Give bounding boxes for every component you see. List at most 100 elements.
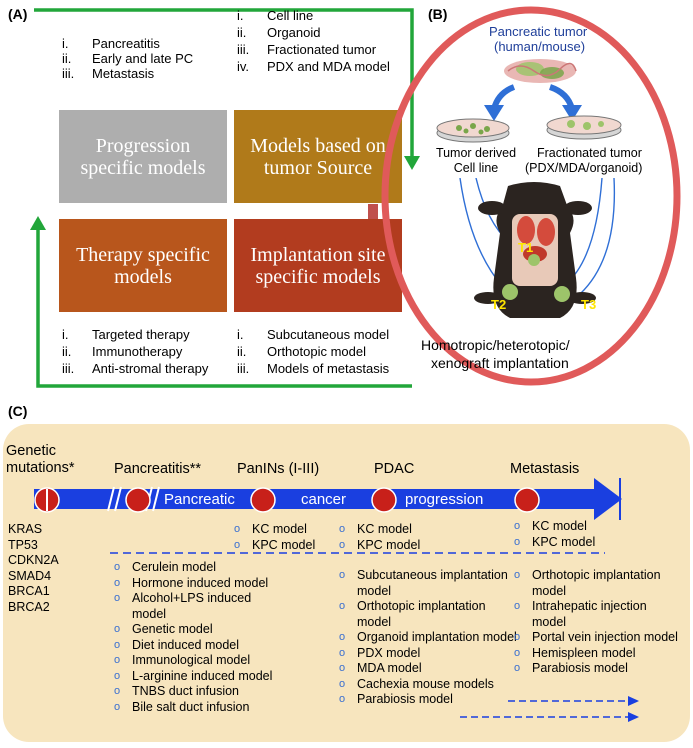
bullet-icon: o xyxy=(514,535,521,548)
list-item: ii.Orthotopic model xyxy=(237,344,366,359)
panel-c-label: (C) xyxy=(8,403,28,419)
bullet-icon: o xyxy=(114,638,121,651)
source-list: i.Cell line ii.Organoid iii.Fractionated… xyxy=(237,8,417,76)
bullet-icon: o xyxy=(339,631,346,643)
box-label: Models based on tumor Source xyxy=(250,134,386,179)
bullet-icon: o xyxy=(339,646,346,659)
progression-models-box: Progression specific models xyxy=(59,110,227,203)
fractionated-dish-icon xyxy=(546,115,622,140)
gene-list: KRAS TP53 CDKN2A SMAD4 BRCA1 BRCA2 xyxy=(8,522,59,615)
list-item: i.Pancreatitis xyxy=(62,36,160,51)
bullet-icon: o xyxy=(234,538,241,551)
bullet-icon: o xyxy=(339,677,346,690)
bullet-icon: o xyxy=(234,523,241,535)
implantation-models-box: Implantation site specific models xyxy=(234,219,402,312)
arrow-word-progression: progression xyxy=(405,491,484,508)
list-item: ii.Organoid xyxy=(237,25,321,40)
site-t2-label: T2 xyxy=(491,297,507,312)
gene-item: KRAS xyxy=(8,522,43,536)
stage-metastasis: Metastasis xyxy=(510,461,580,477)
bullet-icon: o xyxy=(114,561,121,573)
gene-item: SMAD4 xyxy=(8,568,52,583)
site-t1-label: T1 xyxy=(518,240,534,255)
gene-item: BRCA2 xyxy=(8,599,50,614)
progression-panel xyxy=(3,424,690,742)
bullet-icon: o xyxy=(114,654,121,666)
bullet-icon: o xyxy=(514,520,521,532)
bullet-icon: o xyxy=(339,523,346,535)
arrow-word-pancreatic: Pancreatic xyxy=(164,491,235,508)
bullet-icon: o xyxy=(339,600,346,612)
stage-node-pdac xyxy=(371,487,397,513)
list-item: iii.Anti-stromal therapy xyxy=(62,361,209,376)
dashed-divider xyxy=(110,552,605,554)
bullet-icon: o xyxy=(114,576,121,589)
stage-pdac: PDAC xyxy=(374,461,415,477)
box-label: Implantation site specific models xyxy=(250,243,386,288)
bullet-icon: o xyxy=(114,700,121,713)
stage-node-metastasis xyxy=(514,487,540,513)
panel-b-ellipse xyxy=(381,6,681,386)
implantation-caption-line2: xenograft implantation xyxy=(431,355,569,371)
bullet-icon: o xyxy=(514,646,521,659)
bullet-icon: o xyxy=(114,669,121,682)
cell-line-dish-icon xyxy=(436,118,510,143)
box-label: Progression specific models xyxy=(80,134,206,179)
gene-item: BRCA1 xyxy=(8,584,50,598)
gene-item: CDKN2A xyxy=(8,553,59,567)
stage-node-pancreatitis xyxy=(125,487,151,513)
stage-pancreatitis: Pancreatitis** xyxy=(114,461,202,477)
bullet-icon: o xyxy=(339,569,346,581)
list-item: i.Cell line xyxy=(237,8,314,23)
bullet-icon: o xyxy=(339,662,346,674)
bullet-icon: o xyxy=(514,631,521,643)
mouse-illustration xyxy=(459,178,616,318)
parabiosis-dashed-arrow xyxy=(460,712,639,722)
list-item: iii.Fractionated tumor xyxy=(237,42,377,57)
bullet-icon: o xyxy=(514,569,521,581)
bullet-icon: o xyxy=(114,592,121,604)
bullet-icon: o xyxy=(114,685,121,697)
therapy-models-box: Therapy specific models xyxy=(59,219,227,312)
connector-square xyxy=(368,204,378,219)
bullet-icon: o xyxy=(514,600,521,612)
gene-item: TP53 xyxy=(8,537,38,552)
panel-a-label: (A) xyxy=(8,6,28,22)
list-item: ii.Early and late PC xyxy=(62,51,194,66)
therapy-list: i.Targeted therapy ii.Immunotherapy iii.… xyxy=(62,327,237,378)
panel-b-label: (B) xyxy=(428,6,448,22)
implantation-list: i.Subcutaneous model ii.Orthotopic model… xyxy=(237,327,417,378)
bullet-icon: o xyxy=(114,623,121,635)
stage-node-genetic xyxy=(34,487,60,513)
cell-line-label: Tumor derived Cell line xyxy=(435,146,517,175)
progression-list: i.Pancreatitis ii.Early and late PC iii.… xyxy=(62,36,262,81)
stage-node-panins xyxy=(250,487,276,513)
site-t3-label: T3 xyxy=(581,297,597,312)
list-item: iii.Metastasis xyxy=(62,66,155,81)
split-arrows xyxy=(484,84,582,121)
